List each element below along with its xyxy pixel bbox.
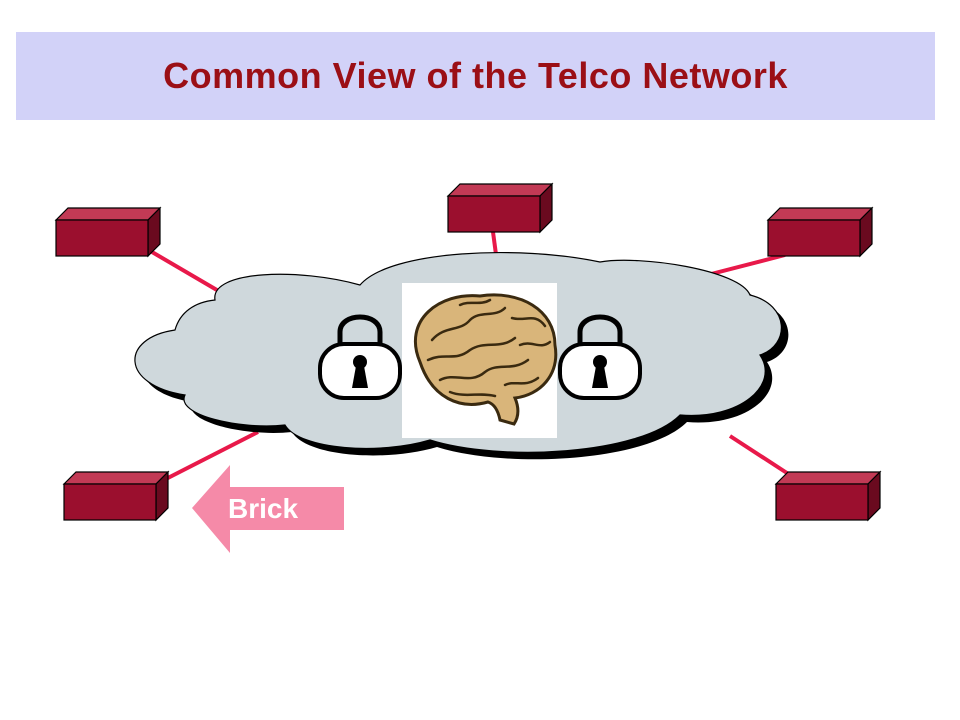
arrow-icon <box>192 465 344 553</box>
padlock-icon <box>558 314 642 400</box>
brick-callout: Brick <box>192 465 344 553</box>
brain-icon <box>402 283 558 438</box>
slide-title: Common View of the Telco Network <box>163 55 788 96</box>
brick-icon <box>447 183 553 233</box>
brick-icon <box>63 471 169 521</box>
link-bottom-right <box>728 434 792 477</box>
link-top-left <box>150 250 224 295</box>
title-bar: Common View of the Telco Network <box>16 32 935 120</box>
link-bottom-left <box>159 430 259 484</box>
padlock-icon <box>318 314 402 400</box>
brick-icon <box>775 471 881 521</box>
brick-callout-label: Brick <box>228 493 298 524</box>
brick-icon <box>767 207 873 257</box>
brick-icon <box>55 207 161 257</box>
